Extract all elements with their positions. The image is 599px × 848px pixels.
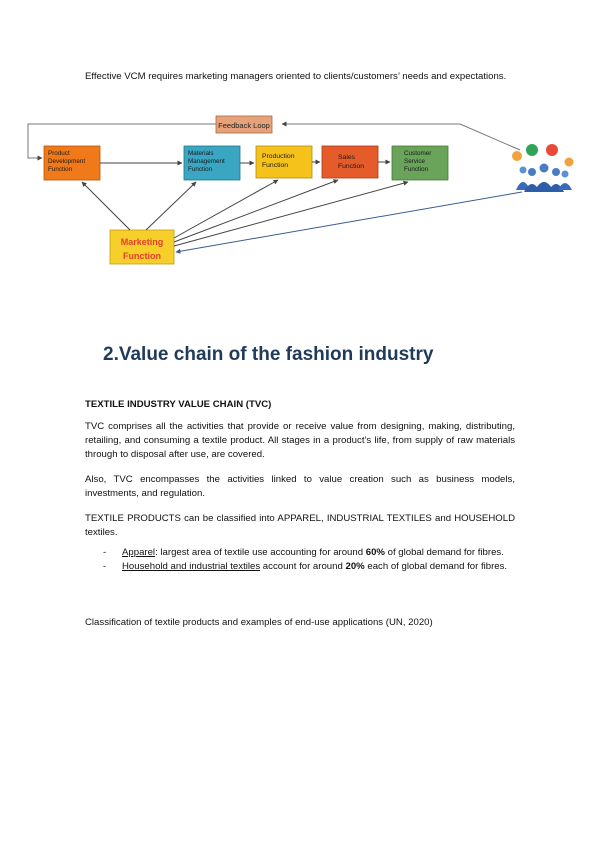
- section-title: Value chain of the fashion industry: [118, 344, 434, 365]
- list-item: -Household and industrial textiles accou…: [103, 561, 508, 573]
- svg-text:Function: Function: [338, 163, 364, 170]
- section-heading: 2.Value chain of the fashion industry: [103, 344, 433, 366]
- customer-service-box: Customer Service Function: [391, 145, 449, 181]
- product-development-box: Product Development Function: [43, 145, 101, 181]
- marketing-arrow: [173, 179, 279, 239]
- feedback-loop-label: Feedback Loop: [218, 121, 270, 130]
- materials-management-box: Materials Management Function: [183, 145, 241, 181]
- svg-text:Function: Function: [404, 166, 429, 173]
- svg-text:Development: Development: [48, 158, 85, 165]
- svg-text:Service: Service: [404, 158, 425, 165]
- sales-box: Sales Function: [321, 145, 379, 179]
- list-item-term: Apparel: [122, 547, 156, 558]
- svg-text:Customer: Customer: [404, 150, 431, 157]
- list-item: -Apparel: largest area of textile use ac…: [103, 547, 504, 558]
- fibre-demand-list: -Apparel: largest area of textile use ac…: [103, 546, 515, 574]
- intro-paragraph: Effective VCM requires marketing manager…: [85, 71, 507, 82]
- marketing-arrow: [81, 181, 131, 231]
- marketing-arrow: [173, 179, 339, 243]
- svg-text:Function: Function: [48, 166, 73, 173]
- customers-to-marketing-arrow: [175, 191, 523, 254]
- value-chain-diagram: Feedback Loop Product Development Functi…: [27, 115, 574, 265]
- subheading: TEXTILE INDUSTRY VALUE CHAIN (TVC): [85, 399, 272, 410]
- svg-text:Management: Management: [188, 158, 225, 165]
- paragraph-tvc-definition: TVC comprises all the activities that pr…: [85, 421, 515, 461]
- feedback-loop-box: Feedback Loop: [215, 115, 273, 134]
- marketing-function-box: Marketing Function: [109, 229, 175, 265]
- svg-text:Production: Production: [262, 153, 295, 160]
- paragraph-tvc-activities: Also, TVC encompasses the activities lin…: [85, 474, 515, 500]
- classification-caption: Classification of textile products and e…: [85, 617, 433, 628]
- svg-text:Product: Product: [48, 150, 70, 157]
- svg-text:Function: Function: [123, 251, 161, 261]
- feedback-loop-line-right: [459, 123, 521, 151]
- production-box: Production Function: [255, 145, 313, 179]
- list-item-term: Household and industrial textiles: [122, 561, 261, 573]
- svg-text:Sales: Sales: [338, 154, 356, 161]
- marketing-arrow: [145, 181, 197, 231]
- feedback-loop-line-left: [27, 123, 216, 161]
- customers-group-icon: [512, 144, 574, 192]
- paragraph-textile-products: TEXTILE PRODUCTS can be classified into …: [85, 513, 515, 539]
- svg-text:Function: Function: [188, 166, 213, 173]
- svg-text:Marketing: Marketing: [121, 237, 164, 247]
- section-number: 2.: [103, 344, 119, 365]
- marketing-arrow: [173, 180, 409, 247]
- svg-text:Function: Function: [262, 162, 288, 169]
- svg-text:Materials: Materials: [188, 150, 214, 157]
